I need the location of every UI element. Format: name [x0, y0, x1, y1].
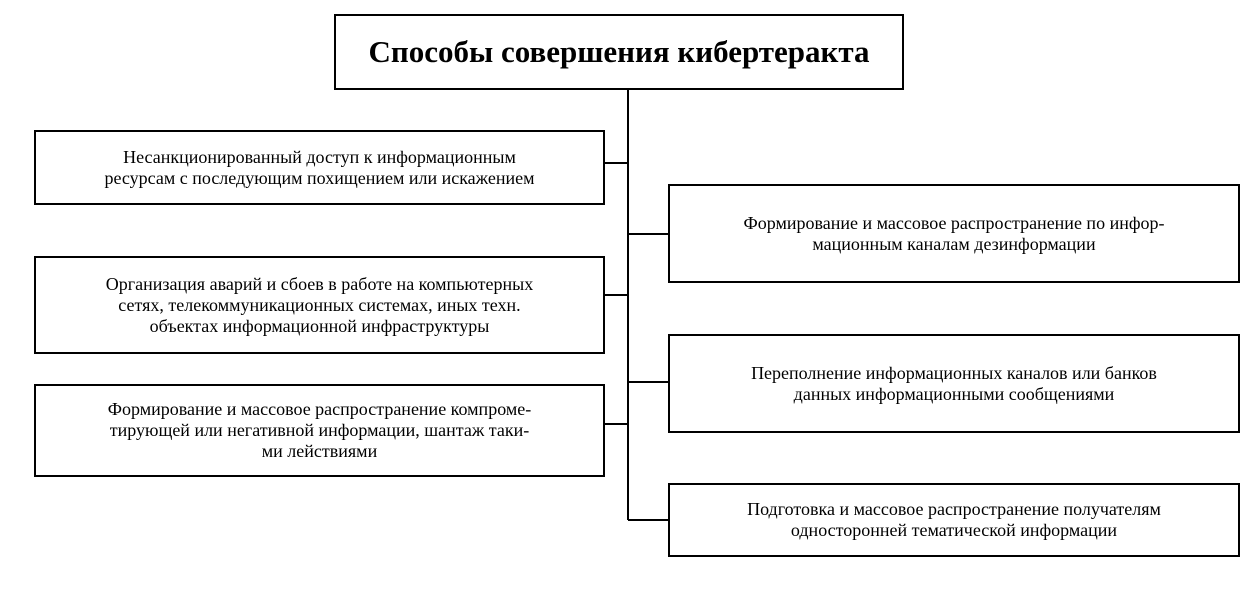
method-disinformation: Формирование и массовое распространение …	[668, 184, 1240, 283]
method-channel-overflow: Переполнение информационных каналов или …	[668, 334, 1240, 433]
diagram-title: Способы совершения кибертеракта	[334, 14, 904, 90]
method-one-sided-information: Подготовка и массовое распространение по…	[668, 483, 1240, 557]
method-unauthorized-access: Несанкционированный доступ к информацион…	[34, 130, 605, 205]
method-accidents-failures: Организация аварий и сбоев в работе на к…	[34, 256, 605, 354]
method-compromising-information: Формирование и массовое распространение …	[34, 384, 605, 477]
